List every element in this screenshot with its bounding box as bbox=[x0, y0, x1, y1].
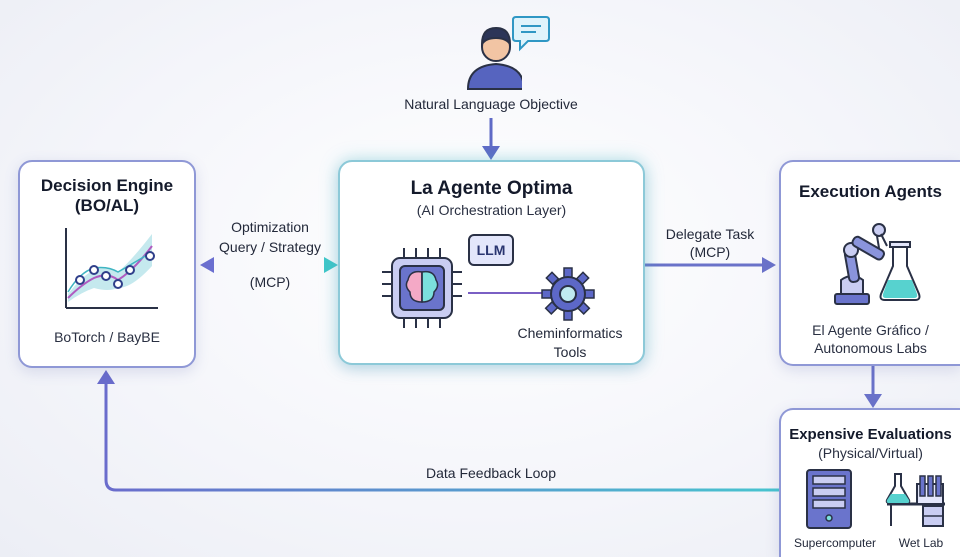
gear-icon bbox=[541, 267, 595, 321]
execution-down-arrowhead bbox=[864, 394, 882, 408]
ai-chip-icon bbox=[382, 248, 462, 328]
optimization-plot-icon bbox=[65, 228, 158, 309]
orchestrator-title: La Agente Optima bbox=[410, 178, 573, 199]
query-arrowhead-left bbox=[200, 257, 214, 273]
execution-agents-box: Execution Agents El Agente Gráfico / Aut… bbox=[779, 160, 960, 366]
evaluations-title: Expensive Evaluations bbox=[789, 426, 952, 443]
wet-lab-label: Wet Lab bbox=[898, 536, 944, 550]
delegate-label-line1: Delegate Task bbox=[665, 226, 755, 242]
supercomputer-icon bbox=[806, 469, 852, 529]
execution-title: Execution Agents bbox=[799, 182, 942, 201]
query-arrowhead-right bbox=[324, 257, 338, 273]
evaluations-subtitle: (Physical/Virtual) bbox=[818, 445, 923, 461]
speech-bubble-icon bbox=[512, 16, 550, 52]
decision-engine-box: Decision Engine (BO/AL) BoTorch / BayBE bbox=[18, 160, 196, 368]
delegate-label-line2: (MCP) bbox=[689, 244, 731, 260]
feedback-loop-label: Data Feedback Loop bbox=[426, 465, 556, 481]
feedback-loop-line bbox=[104, 382, 780, 492]
robot-arm-icon bbox=[834, 223, 921, 305]
query-label-line1: Optimization bbox=[231, 219, 309, 235]
orchestrator-subtitle: (AI Orchestration Layer) bbox=[416, 202, 567, 218]
decision-engine-subtitle: (BO/AL) bbox=[74, 196, 140, 215]
objective-label: Natural Language Objective bbox=[404, 96, 578, 112]
query-label-line2: Query / Strategy bbox=[219, 239, 321, 255]
delegate-arrowhead bbox=[762, 257, 776, 273]
execution-footer-line2: Autonomous Labs bbox=[814, 340, 927, 356]
query-protocol-label: (MCP) bbox=[249, 274, 291, 290]
user-icon bbox=[466, 26, 522, 90]
chip-to-tools-connector bbox=[468, 292, 548, 294]
tools-label-line2: Tools bbox=[553, 344, 587, 360]
decision-engine-title: Decision Engine bbox=[40, 176, 174, 195]
supercomputer-label: Supercomputer bbox=[793, 536, 877, 550]
wet-lab-icon bbox=[885, 473, 945, 527]
execution-footer-line1: El Agente Gráfico / bbox=[812, 322, 929, 338]
decision-engine-footer: BoTorch / BayBE bbox=[54, 329, 160, 345]
expensive-evaluations-box: Expensive Evaluations (Physical/Virtual)… bbox=[779, 408, 960, 557]
orchestrator-box: La Agente Optima (AI Orchestration Layer… bbox=[338, 160, 645, 365]
llm-bubble: LLM bbox=[468, 234, 514, 266]
objective-arrowhead bbox=[482, 146, 500, 160]
tools-label-line1: Cheminformatics bbox=[517, 325, 623, 341]
feedback-arrowhead bbox=[97, 370, 115, 384]
